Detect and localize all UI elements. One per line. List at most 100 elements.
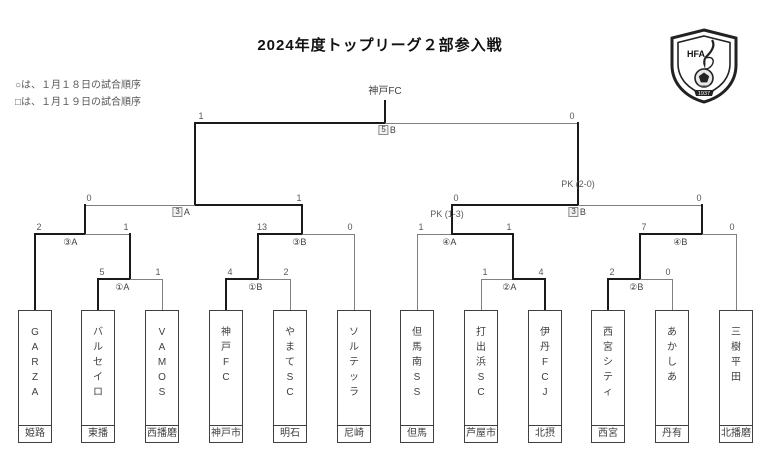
connector [481,279,482,310]
connector [257,233,259,279]
connector [195,204,302,206]
r1-2A-right-score: 4 [538,267,544,277]
r2-3A-left-score: 2 [36,222,42,232]
team-box-mikihirata: 三 樹 平 田 [719,310,753,443]
stork-icon [703,39,715,69]
connector [97,278,130,280]
connector [34,233,36,310]
connector [225,278,258,280]
team-region: 北摂 [528,425,562,443]
match-label-2A: ②A [502,282,517,292]
team-name: 伊 丹 F C J [540,327,550,398]
r1-2B-left-score: 2 [609,267,615,277]
boxed-number: 3 [172,207,183,217]
connector [701,204,703,234]
connector [85,234,130,235]
team-name: 神 戸 F C [221,327,231,383]
connector [34,233,85,235]
connector [417,234,418,310]
team-name: バ ル セ イ ロ [93,327,103,398]
match-label-4B: ④B [673,237,688,247]
connector [194,122,196,205]
team-box-itamifcj: 伊 丹 F C J [528,310,562,443]
team-region: 尼崎 [337,425,371,443]
team-name: 打 出 浜 S C [476,327,486,398]
match-label-3A: ③A [63,237,78,247]
team-name: あ か し あ [667,327,677,383]
connector [225,278,227,310]
team-box-nishinomiyacity: 西 宮 シ テ ィ [591,310,625,443]
connector [607,278,609,310]
final-right-score: 0 [569,111,575,121]
connector [97,278,99,310]
connector [512,233,514,279]
connector [578,205,702,206]
match-label-1B: ①B [248,282,263,292]
sfA-right-score: 1 [296,193,302,203]
connector [736,234,737,310]
team-name: ソ ル テ ッ ラ [349,327,359,398]
team-box-yamatesc: や ま て S C [273,310,307,443]
r2-3B-left-score: 13 [256,222,268,232]
match-label-4A: ④A [442,237,457,247]
team-box-akashia: あ か し あ [655,310,689,443]
team-name: や ま て S C [285,327,295,398]
team-name: 三 樹 平 田 [731,327,741,383]
connector [290,279,291,310]
r1-1A-right-score: 1 [155,267,161,277]
team-region: 姫路 [18,425,52,443]
connector [258,279,290,280]
team-box-uchidehama: 打 出 浜 S C [464,310,498,443]
connector [451,233,513,235]
r2-4B-right-score: 0 [729,222,735,232]
final-left-score: 1 [198,111,204,121]
team-region: 北播磨 [719,425,753,443]
connector [162,279,163,310]
team-region: 西播磨 [145,425,179,443]
legend-square-note: □は、１月１９日の試合順序 [15,97,142,108]
connector [672,279,673,310]
connector [84,204,86,234]
connector [607,278,640,280]
logo-year-text: 1937 [698,91,710,97]
connector [385,123,578,124]
connector [85,205,195,206]
match-label-2B: ②B [629,282,644,292]
connector [481,279,513,280]
logo-org-text: HFA [687,49,706,59]
team-box-tajimaminami: 但 馬 南 S S [400,310,434,443]
r1-2B-right-score: 0 [665,267,671,277]
connector [257,233,302,235]
r2-3B-right-score: 0 [347,222,353,232]
connector [639,233,702,235]
connector [354,234,355,310]
connector [451,204,578,206]
pk-note-4A: PK (1-3) [430,209,464,219]
team-name: G A R Z A [31,327,39,398]
r2-4A-right-score: 1 [506,222,512,232]
r2-4B-left-score: 7 [641,222,647,232]
r1-2A-left-score: 1 [482,267,488,277]
r1-1B-left-score: 4 [227,267,233,277]
r1-1A-left-score: 5 [99,267,105,277]
match-label-3B: ③B [292,237,307,247]
team-region: 西宮 [591,425,625,443]
page-title: 2024年度トップリーグ２部参入戦 [257,37,503,54]
hfa-logo: HFA 1937 [670,28,738,104]
team-box-solterra: ソ ル テ ッ ラ [337,310,371,443]
sfB-right-score: 0 [696,193,702,203]
team-box-vamos: V A M O S [145,310,179,443]
connector [417,234,452,235]
connector [702,234,736,235]
sfA-left-score: 0 [86,193,92,203]
connector [130,279,162,280]
team-box-barceiro: バ ル セ イ ロ [81,310,115,443]
connector [384,100,386,123]
r2-3A-right-score: 1 [123,222,129,232]
connector [194,122,385,124]
r2-4A-left-score: 1 [418,222,424,232]
connector [577,122,579,205]
logo-ribbon [694,90,714,96]
